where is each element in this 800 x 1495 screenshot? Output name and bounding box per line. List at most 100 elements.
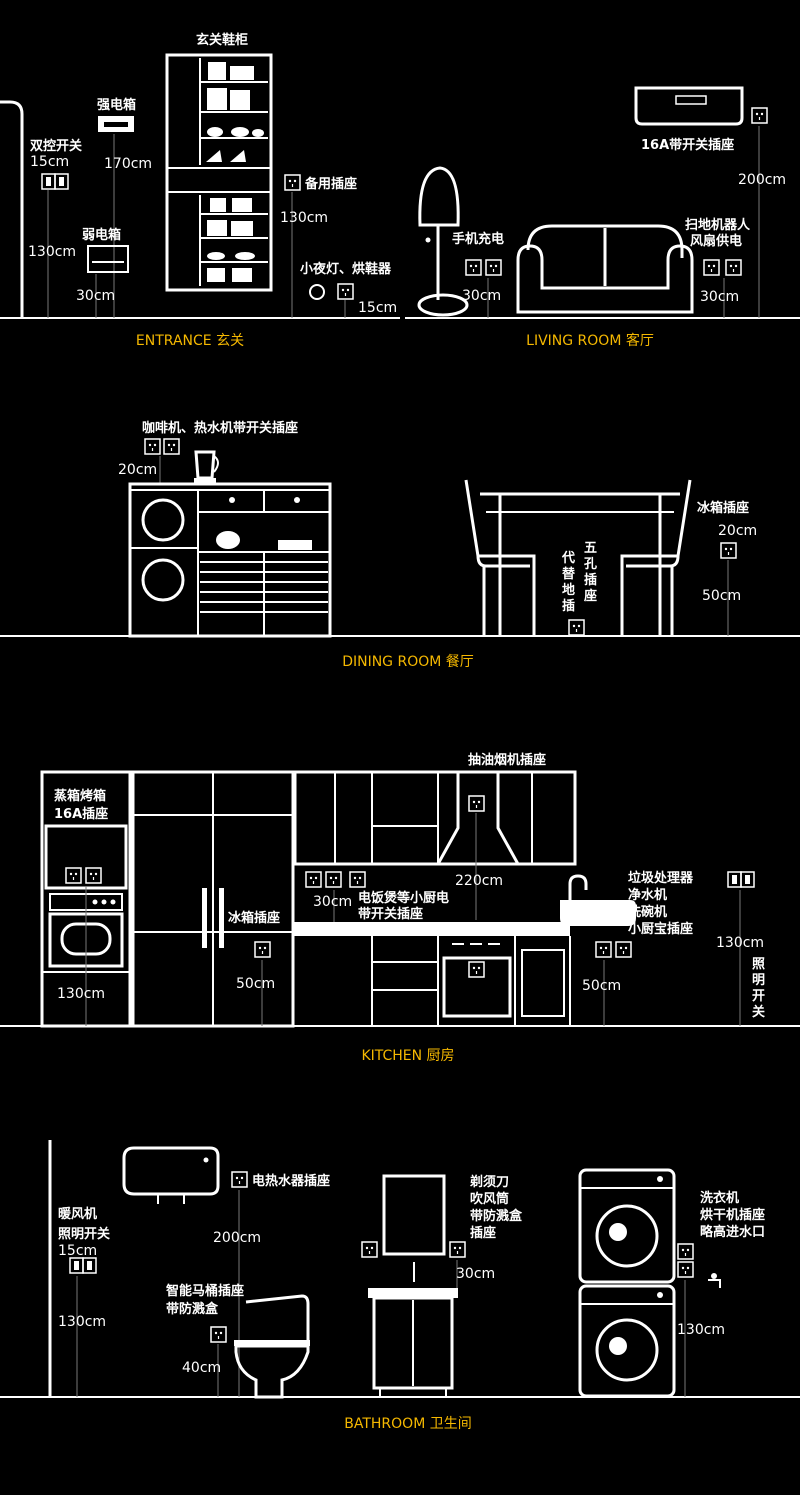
floor-socket-label: 代替地插 五孔插座 [561,541,597,614]
sink-label-2: 净水机 [628,887,667,903]
oven-socket-2 [85,867,102,884]
night-light-socket-icon [337,283,354,300]
kettle [194,450,219,484]
appliance-height: 30cm [313,894,352,910]
range-hood [435,772,521,866]
kitchen-light-switch-icon [727,871,755,888]
kitchen-fridge-height: 50cm [236,976,275,992]
vanity [368,1174,458,1397]
washer-label-3: 略高进水口 [700,1224,765,1240]
dual-switch-label: 双控开关 [30,138,82,154]
coffee-height: 20cm [118,462,157,478]
toilet-label-1: 智能马桶插座 [166,1283,244,1299]
dining-caption: DINING ROOM 餐厅 [342,654,474,670]
floor-socket-icon [568,619,585,636]
kitchen-section: 蒸箱烤箱 16A插座 130cm 冰箱插座 50cm [0,752,800,1064]
coffee-socket-label: 咖啡机、热水机带开关插座 [142,420,298,436]
night-light-height: 15cm [358,300,397,316]
dining-fridge-socket-label: 冰箱插座 [697,500,749,516]
weak-box-height: 30cm [76,288,115,304]
razor-height: 30cm [456,1266,495,1282]
sink-label-4: 小厨宝插座 [628,921,693,937]
entrance-door [0,100,24,318]
fan-switch-icon [69,1257,97,1274]
upper-cabinets [293,770,577,866]
shoe-cabinet-label: 玄关鞋柜 [196,32,248,48]
razor-label-2: 吹风筒 [470,1191,509,1207]
heater-height: 200cm [213,1230,261,1246]
toilet-label-2: 带防溅盒 [166,1301,219,1317]
dual-switch-icon [41,173,69,190]
kitchen-fridge [131,770,295,1028]
sink-socket-2 [615,941,632,958]
appliance-socket-1 [305,871,322,888]
countertop [292,922,571,1026]
sink [560,874,636,926]
appliance-label-2: 带开关插座 [358,906,423,922]
dining-fridge-offset: 20cm [718,523,757,539]
bathroom-caption: BATHROOM 卫生间 [344,1416,471,1432]
floor-socket-col1: 代替地插 [561,550,576,614]
washer-socket-2 [677,1261,694,1278]
oven-height: 130cm [57,986,105,1002]
spare-socket-label: 备用插座 [304,176,357,192]
fan-switch-height: 130cm [58,1314,106,1330]
dual-switch-offset: 15cm [30,154,69,170]
razor-label-1: 剃须刀 [470,1174,509,1190]
vanity-socket-right [449,1241,466,1258]
fan-switch-label-1: 暖风机 [58,1206,97,1222]
ac-socket-icon [751,107,768,124]
strong-box-label: 强电箱 [97,97,136,113]
sink-height: 50cm [582,978,621,994]
dining-chair-left [464,479,536,636]
robot-fan-label-2: 风扇供电 [690,233,742,249]
oven-label-1: 蒸箱烤箱 [54,788,106,804]
kitchen-light-switch-label: 照明开关 [752,957,765,1020]
vanity-socket-left [361,1241,378,1258]
oven-built-in-socket [468,961,485,978]
phone-charge-socket-1 [465,259,482,276]
phone-charge-height: 30cm [462,288,501,304]
kitchen-fridge-socket-label: 冰箱插座 [228,910,280,926]
living-section: 16A带开关插座 200cm 手机充电 30cm 扫地机器人 风扇供电 30cm… [405,86,800,349]
strong-box [98,116,134,132]
coffee-socket-2 [163,438,180,455]
weak-box [87,245,129,273]
fan-switch-offset: 15cm [58,1243,97,1259]
spare-socket-height: 130cm [280,210,328,226]
living-caption: LIVING ROOM 客厅 [526,332,654,349]
heater-socket-icon [231,1171,248,1188]
kitchen-fridge-socket-icon [254,941,271,958]
washer [578,1284,676,1398]
toilet [234,1294,310,1399]
appliance-socket-3 [349,871,366,888]
water-inlet-icon [708,1273,721,1288]
sideboard [128,482,332,638]
dining-section: 咖啡机、热水机带开关插座 20cm [0,420,800,670]
sink-label-1: 垃圾处理器 [628,870,694,886]
entrance-section: 玄关鞋柜 强电箱 170cm 双控开关 15cm 130cm 弱电箱 30cm … [0,32,400,349]
appliance-socket-2 [325,871,342,888]
razor-label-3: 带防溅盒 [470,1208,523,1224]
oven-socket-1 [65,867,82,884]
ac-height: 200cm [738,172,786,188]
phone-charge-label: 手机充电 [452,231,504,247]
night-light-icon [309,284,325,300]
ac-socket-label: 16A带开关插座 [641,137,734,153]
dining-fridge-socket-icon [720,542,737,559]
dryer [578,1168,676,1284]
shoe-cabinet [165,53,273,292]
hood-height: 220cm [455,873,503,889]
water-heater [122,1146,220,1204]
washer-label-2: 烘干机插座 [700,1207,765,1223]
toilet-height: 40cm [182,1360,221,1376]
oven-label-2: 16A插座 [54,806,108,822]
dining-fridge-height: 50cm [702,588,741,604]
heater-socket-label: 电热水器插座 [252,1173,330,1189]
kitchen-light-switch-height: 130cm [716,935,764,951]
air-conditioner [634,86,744,126]
dining-chair-right [620,479,692,636]
appliance-label-1: 电饭煲等小厨电 [358,890,449,906]
sofa [516,224,694,314]
